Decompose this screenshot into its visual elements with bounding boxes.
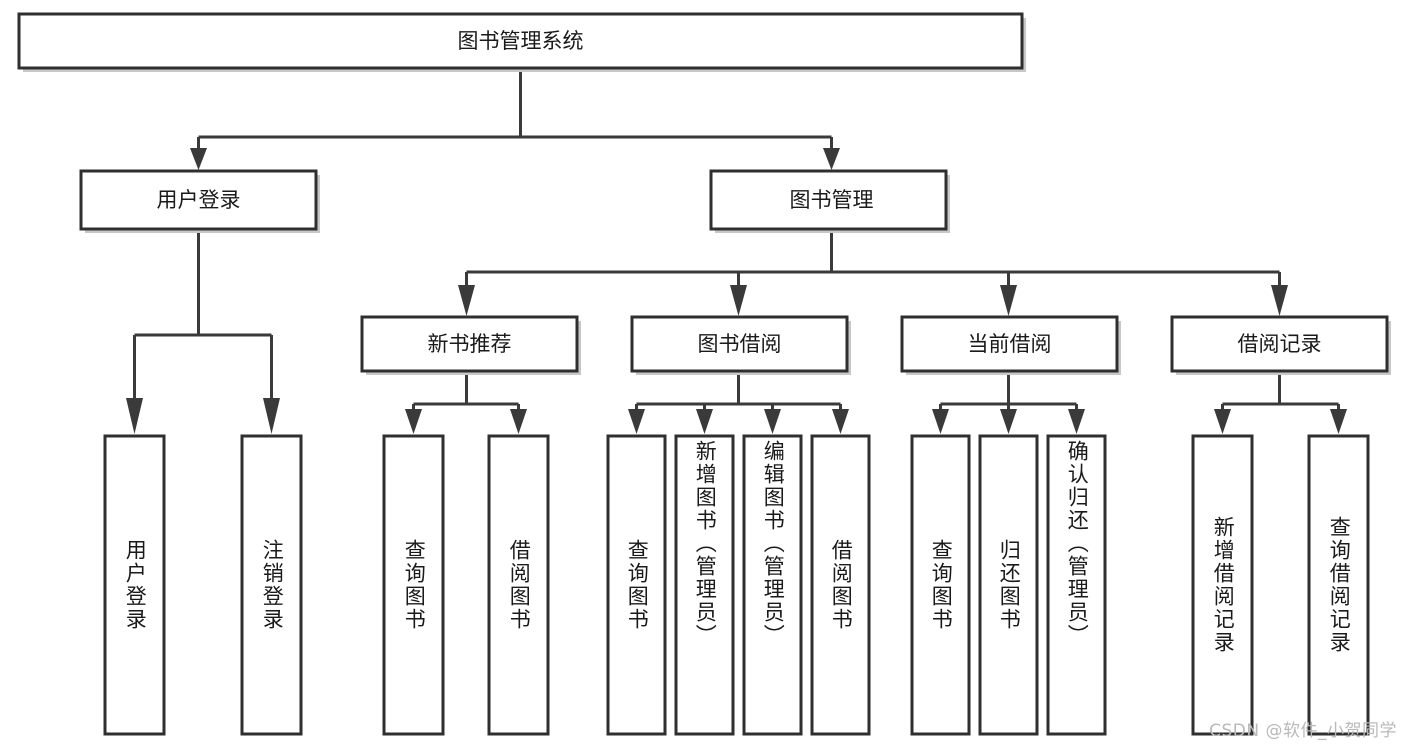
user-login-label: 用户登录 — [157, 188, 241, 212]
node-new-book-recommend[interactable]: 新书推荐 — [360, 315, 581, 375]
root-box — [17, 12, 1024, 70]
leaf-box-user-login-1[interactable] — [240, 434, 303, 736]
node-current-borrow[interactable]: 当前借阅 — [900, 315, 1121, 375]
book-borrow-box — [630, 315, 849, 373]
node-root-system[interactable]: 图书管理系统 — [17, 12, 1026, 72]
book-borrow-label: 图书借阅 — [698, 332, 782, 356]
arrow-to-borrow-record — [1271, 285, 1288, 316]
leaf-box-group — [103, 434, 1370, 736]
book-management-label: 图书管理 — [790, 188, 874, 212]
node-book-borrow[interactable]: 图书借阅 — [630, 315, 851, 375]
leaf-box-book-borrow-2[interactable] — [742, 434, 803, 736]
arrow-root-to-book-mgmt — [823, 148, 840, 170]
leaf-box-new-book-1[interactable] — [487, 434, 550, 736]
arrow-book-borrow-leaf4 — [832, 409, 849, 434]
arrow-book-borrow-leaf3 — [764, 409, 781, 434]
book-management-box — [709, 169, 948, 231]
arrow-current-borrow-leaf3 — [1068, 409, 1085, 434]
arrow-root-to-user-login — [190, 148, 207, 170]
arrow-borrow-record-leaf1 — [1214, 409, 1231, 434]
borrow-record-label: 借阅记录 — [1238, 332, 1322, 356]
current-borrow-label: 当前借阅 — [968, 332, 1052, 356]
root-label: 图书管理系统 — [458, 29, 584, 53]
leaf-box-borrow-record-1[interactable] — [1307, 434, 1370, 736]
arrow-to-new-book — [458, 285, 475, 316]
current-borrow-box — [900, 315, 1119, 373]
leaf-box-borrow-record-0[interactable] — [1191, 434, 1254, 736]
arrow-new-book-leaf1 — [405, 409, 422, 434]
csdn-watermark: CSDN @软件_小贺同学 — [1209, 721, 1397, 741]
leaf-box-new-book-0[interactable] — [382, 434, 445, 736]
arrow-user-login-leaf1 — [126, 398, 143, 434]
node-borrow-record[interactable]: 借阅记录 — [1170, 315, 1391, 375]
arrow-user-login-leaf2 — [263, 398, 280, 434]
arrow-book-borrow-leaf1 — [628, 409, 645, 434]
arrow-to-book-borrow — [730, 285, 747, 316]
new-book-recommend-label: 新书推荐 — [428, 332, 512, 356]
leaf-box-book-borrow-0[interactable] — [606, 434, 667, 736]
leaf-box-current-borrow-0[interactable] — [910, 434, 971, 736]
user-login-box — [79, 169, 318, 231]
connector-group — [126, 69, 1347, 434]
arrow-book-borrow-leaf2 — [696, 409, 713, 434]
arrow-current-borrow-leaf1 — [932, 409, 949, 434]
arrow-current-borrow-leaf2 — [1000, 409, 1017, 434]
leaf-box-current-borrow-2[interactable] — [1046, 434, 1107, 736]
node-book-management[interactable]: 图书管理 — [709, 169, 950, 233]
leaf-box-book-borrow-3[interactable] — [810, 434, 871, 736]
leaf-box-user-login-0[interactable] — [103, 434, 166, 736]
leaf-box-current-borrow-1[interactable] — [978, 434, 1039, 736]
new-book-recommend-box — [360, 315, 579, 373]
arrow-to-current-borrow — [1000, 285, 1017, 316]
arrow-borrow-record-leaf2 — [1330, 409, 1347, 434]
node-user-login[interactable]: 用户登录 — [79, 169, 320, 233]
arrow-new-book-leaf2 — [510, 409, 527, 434]
leaf-box-book-borrow-1[interactable] — [674, 434, 735, 736]
borrow-record-box — [1170, 315, 1389, 373]
